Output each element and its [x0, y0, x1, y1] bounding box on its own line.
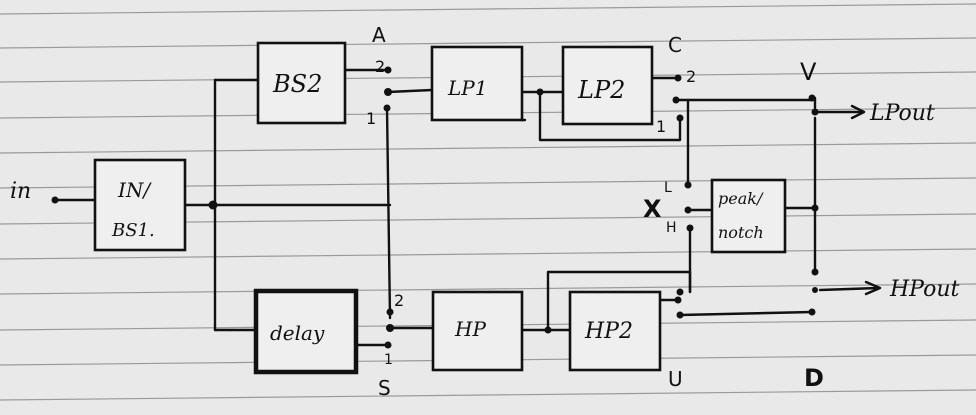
delay-label: delay	[270, 321, 325, 345]
switch-d-label: D	[804, 364, 824, 392]
blocks	[93, 41, 787, 375]
switch-a-pos1: 1	[366, 109, 376, 128]
in-bs1-block	[93, 158, 187, 252]
lp2-label: LP2	[577, 76, 625, 104]
switch-s-pos1: 1	[384, 352, 393, 368]
lp1-label: LP1	[447, 76, 487, 100]
hp-block	[431, 290, 524, 372]
switch-s-label: S	[378, 376, 391, 400]
lp-out-label: LPout	[869, 101, 935, 126]
switch-a-pos2: 2	[375, 57, 385, 76]
switch-u-label: U	[668, 367, 683, 391]
bs2-block	[256, 41, 347, 125]
switch-x-label: X	[643, 195, 662, 223]
lp2-block	[561, 45, 654, 126]
in-block-label-2: BS1.	[111, 220, 155, 241]
switch-s-pos2: 2	[394, 291, 404, 310]
labels: in IN/ BS1. BS2 LP1 LP2 delay HP HP2 pea…	[10, 23, 960, 400]
bs2-label: BS2	[272, 70, 322, 98]
delay-block	[253, 288, 359, 375]
switch-c-pos2: 2	[686, 67, 696, 86]
switch-x-pos-h: H	[666, 220, 677, 236]
peak-label-2: notch	[718, 223, 764, 242]
hp-out-label: HPout	[889, 277, 960, 302]
switch-x-pos-l: L	[664, 180, 672, 196]
lp1-block	[430, 45, 524, 122]
hp2-label: HP2	[584, 319, 633, 344]
hp2-block	[568, 290, 662, 372]
hp-label: HP	[454, 317, 486, 341]
switch-contacts	[51, 66, 819, 349]
input-label: in	[10, 179, 31, 204]
in-block-label-1: IN/	[117, 178, 152, 202]
peak-label-1: peak/	[718, 189, 764, 208]
peak-notch-block	[710, 178, 787, 254]
switch-c-pos1: 1	[656, 117, 666, 136]
switch-a-label: A	[372, 23, 386, 47]
switch-v-label: V	[800, 58, 817, 86]
switch-c-label: C	[668, 33, 682, 57]
